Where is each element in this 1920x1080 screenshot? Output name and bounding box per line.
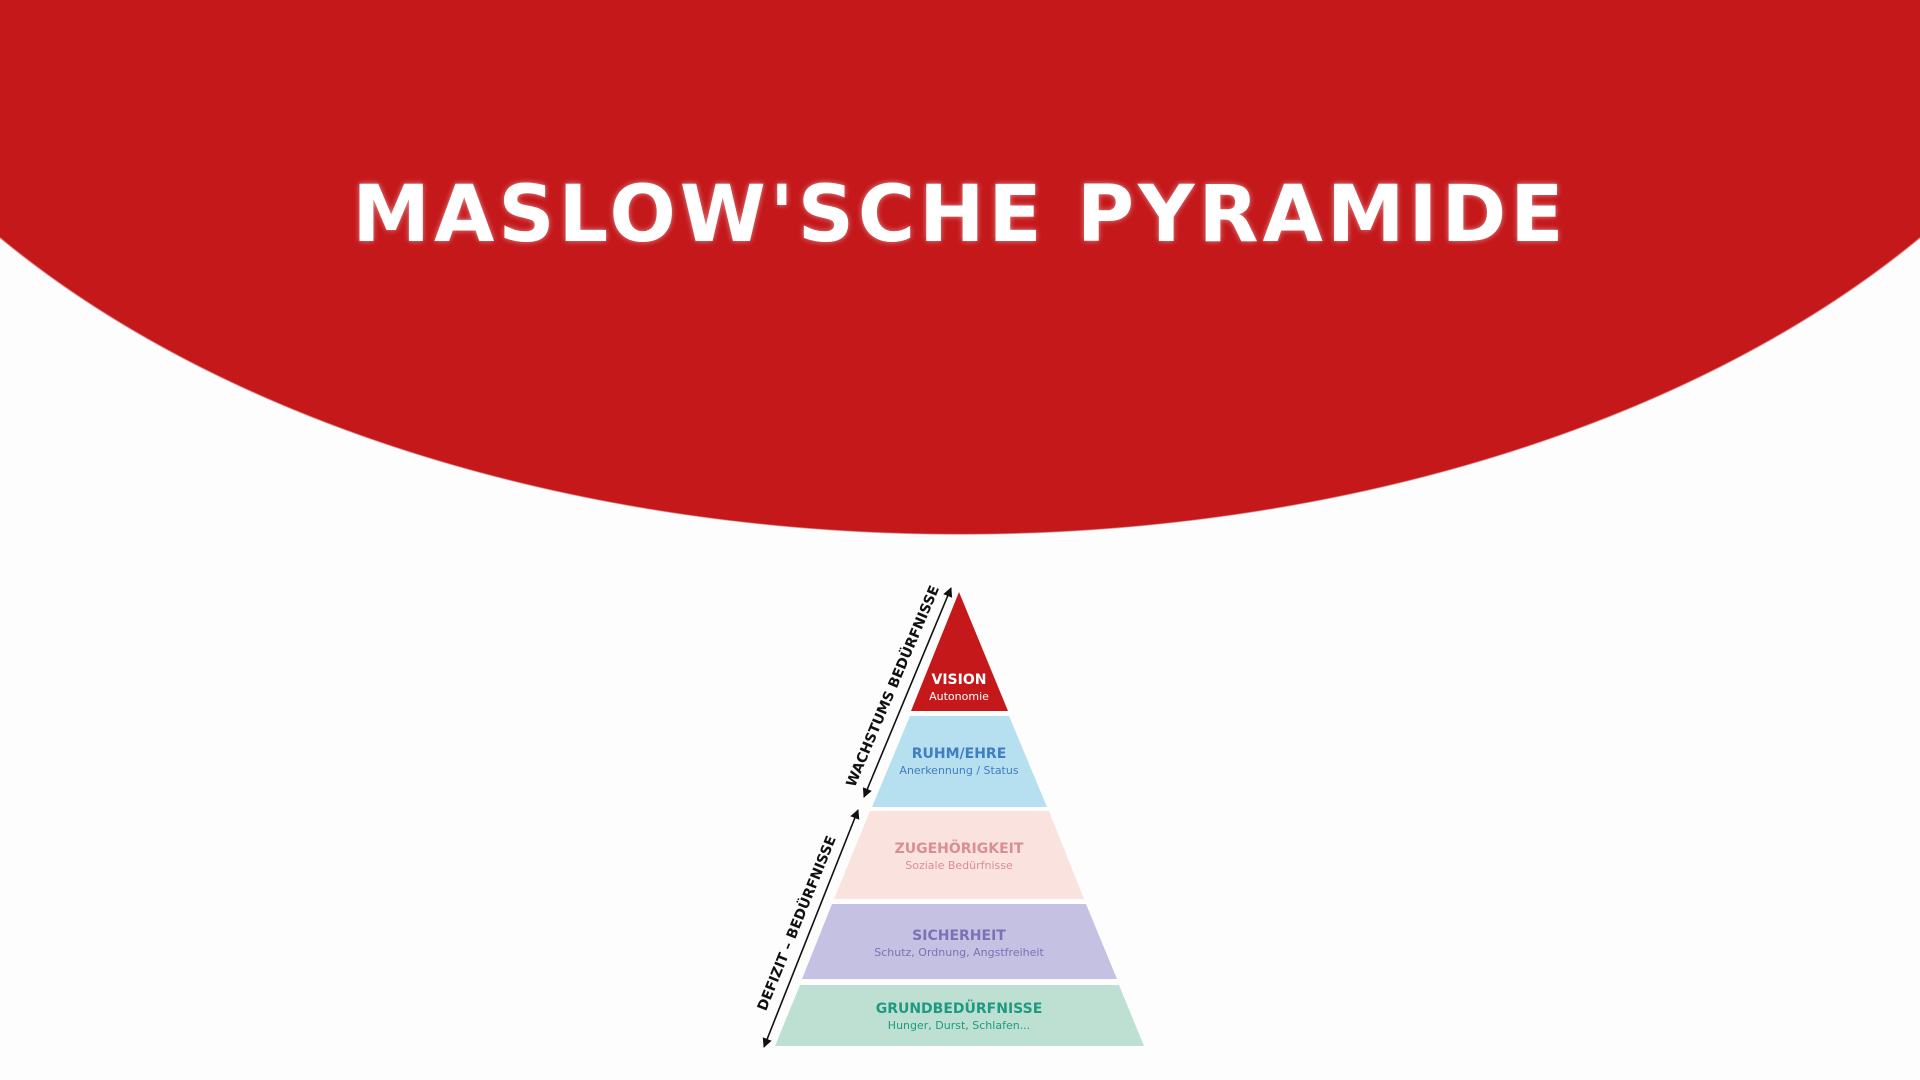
pyramid-level: ZUGEHÖRIGKEIT Soziale Bedürfnisse [834, 811, 1084, 899]
pyramid-level: RUHM/EHRE Anerkennung / Status [872, 716, 1047, 807]
pyramid-level: GRUNDBEDÜRFNISSE Hunger, Durst, Schlafen.… [775, 985, 1144, 1046]
level-subtitle: Anerkennung / Status [899, 764, 1018, 777]
level-title: ZUGEHÖRIGKEIT [895, 839, 1024, 857]
pyramid-level-shape [802, 904, 1117, 979]
header-banner [0, 0, 1920, 540]
level-subtitle: Autonomie [929, 690, 989, 703]
level-subtitle: Hunger, Durst, Schlafen... [888, 1019, 1030, 1032]
level-title: VISION [932, 672, 987, 688]
page-title: MASLOW'SCHE PYRAMIDE [352, 170, 1568, 260]
deficit-arrow [762, 809, 860, 1048]
level-subtitle: Schutz, Ordnung, Angstfreiheit [874, 946, 1044, 959]
pyramid-level-shape [834, 811, 1084, 899]
pyramid-level: SICHERHEIT Schutz, Ordnung, Angstfreiheit [802, 904, 1117, 979]
growth-arrow [862, 587, 953, 798]
level-title: SICHERHEIT [912, 928, 1006, 944]
level-subtitle: Soziale Bedürfnisse [905, 859, 1013, 872]
pyramid-level-shape [775, 985, 1144, 1046]
level-title: GRUNDBEDÜRFNISSE [876, 999, 1043, 1017]
level-title: RUHM/EHRE [912, 746, 1007, 762]
